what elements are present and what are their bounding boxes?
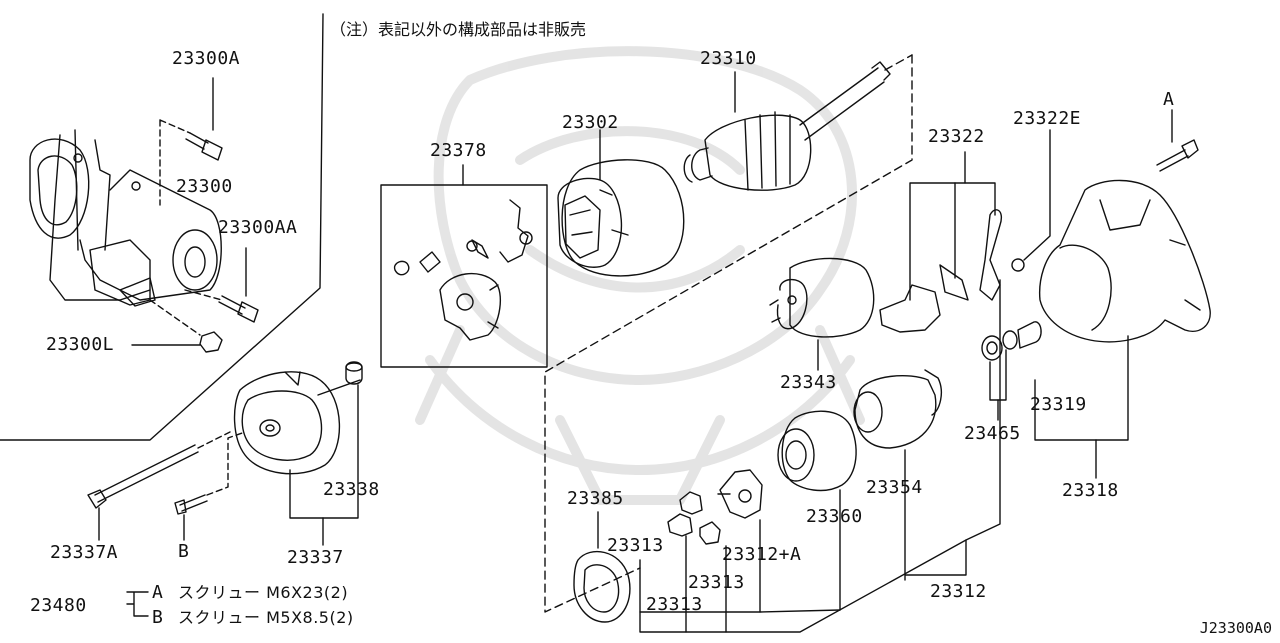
label-23312-plus-a: 23312+A — [722, 544, 802, 565]
dash-boundary — [544, 54, 913, 613]
bolt-A — [1156, 109, 1199, 172]
pinion-23354 — [853, 369, 942, 576]
label-23354: 23354 — [866, 477, 923, 498]
front-bracket-23318 — [1034, 179, 1211, 479]
rings-23465-23319 — [981, 321, 1042, 421]
label-23313-a: 23313 — [607, 535, 664, 556]
screw-b-key: B — [152, 607, 164, 628]
disclaimer-note: （注）表記以外の構成部品は非販売 — [330, 20, 587, 39]
screw-B — [174, 494, 208, 541]
bushing-23338 — [345, 361, 363, 385]
label-23343: 23343 — [780, 372, 837, 393]
label-A: A — [1163, 89, 1175, 110]
nut-23300L — [131, 331, 223, 353]
label-23337: 23337 — [287, 547, 344, 568]
label-23313-c: 23313 — [646, 594, 703, 615]
label-23480: 23480 — [30, 595, 87, 616]
bolt-23300A — [185, 77, 223, 161]
label-23300: 23300 — [176, 176, 233, 197]
label-B: B — [178, 541, 190, 562]
label-23338: 23338 — [323, 479, 380, 500]
screw-a-key: A — [152, 582, 164, 603]
label-23322E: 23322E — [1013, 108, 1082, 129]
screw-a-desc: スクリュー M6X23(2) — [178, 583, 349, 602]
clutch-23360 — [777, 410, 857, 611]
label-23313-b: 23313 — [688, 572, 745, 593]
label-23300A: 23300A — [172, 48, 241, 69]
label-23300L: 23300L — [46, 334, 115, 355]
label-23378: 23378 — [430, 140, 487, 161]
label-23465: 23465 — [964, 423, 1021, 444]
yoke-23302 — [557, 129, 685, 277]
ball-23322E — [1011, 129, 1051, 272]
gasket-23385 — [573, 511, 631, 623]
dash-23300A — [159, 119, 191, 206]
label-23318: 23318 — [1062, 480, 1119, 501]
section-boundary — [0, 13, 324, 441]
label-23310: 23310 — [700, 48, 757, 69]
bolt-23300AA — [218, 247, 259, 323]
rear-cover-23337 — [233, 371, 361, 475]
solenoid-23343 — [769, 257, 875, 371]
label-23302: 23302 — [562, 112, 619, 133]
watermark-emblem — [415, 46, 865, 505]
bracket-23480 — [126, 591, 149, 617]
figure-id: J23300A0 — [1199, 619, 1272, 637]
through-bolt-23337A — [87, 444, 199, 541]
lever-parts-23322 — [879, 151, 1002, 333]
label-23312: 23312 — [930, 581, 987, 602]
label-23322: 23322 — [928, 126, 985, 147]
label-23337A: 23337A — [50, 542, 119, 563]
armature-23310 — [683, 61, 891, 191]
screw-b-desc: スクリュー M5X8.5(2) — [178, 608, 354, 627]
brush-holder-23378 — [393, 199, 533, 341]
brush-holder-box — [380, 184, 548, 368]
label-23385: 23385 — [567, 488, 624, 509]
drive-parts-23312 — [639, 279, 1001, 633]
label-23300AA: 23300AA — [218, 217, 298, 238]
label-23319: 23319 — [1030, 394, 1087, 415]
label-23360: 23360 — [806, 506, 863, 527]
engine-starter-assembly — [29, 129, 222, 307]
